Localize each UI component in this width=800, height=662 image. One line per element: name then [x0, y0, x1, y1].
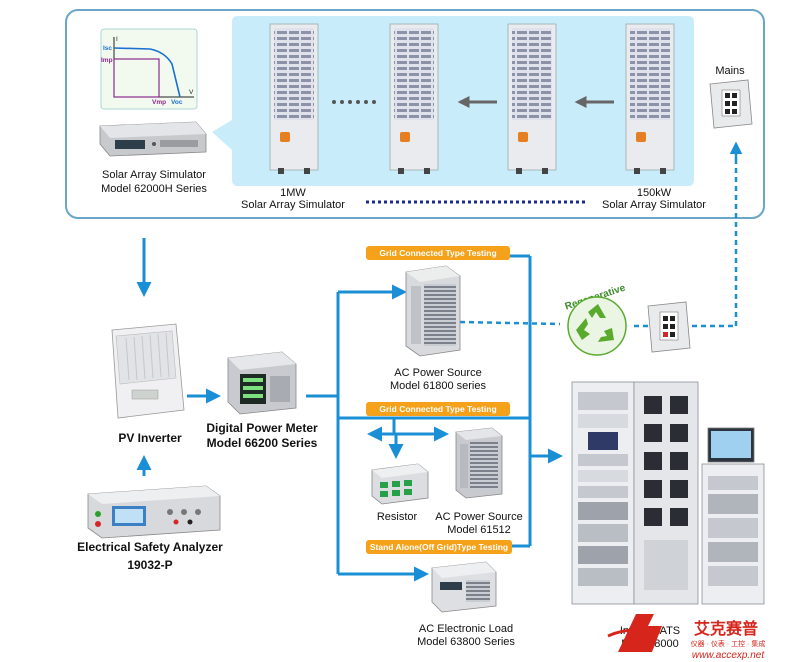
iv-curve-chart: I Isc Imp V Vmp Voc [100, 28, 198, 110]
badge-standalone-text: Stand Alone(Off Grid)Type Testing [370, 542, 508, 552]
ac-load-line2: Model 63800 Series [417, 636, 515, 648]
power-meter-line1: Digital Power Meter [206, 421, 318, 435]
rack-1mw-line1: 1MW [280, 187, 306, 199]
i-axis-label: I [116, 36, 118, 43]
flow-regenerative-dashed [459, 148, 738, 328]
badge-stand-alone: Stand Alone(Off Grid)Type Testing [366, 540, 512, 554]
rack-150kw-line2: Solar Array Simulator [602, 199, 706, 211]
mpp-rectangle [113, 58, 160, 98]
watermark-logo: 艾克赛普 仪器 · 仪表 · 工控 · 集成 www.accexp.net [607, 614, 766, 661]
watermark-sub: 仪器 · 仪表 · 工控 · 集成 [691, 639, 766, 648]
badge-grid1-text: Grid Connected Type Testing [379, 248, 496, 258]
iv-curve [113, 47, 181, 98]
resistor-label: Resistor [377, 511, 418, 523]
flow-resistor-branch [370, 418, 440, 452]
simulator-small-line1: Solar Array Simulator [102, 169, 206, 181]
badge-grid-connected-1: Grid Connected Type Testing [366, 246, 510, 260]
badge-grid-connected-2: Grid Connected Type Testing [366, 402, 510, 416]
v-axis-label: V [189, 89, 194, 96]
rack-chain-dots [332, 100, 376, 104]
resistor-device [371, 463, 429, 505]
pv-inverter-label: PV Inverter [118, 431, 182, 445]
safety-analyzer-line1: Electrical Safety Analyzer [77, 540, 223, 554]
ac-source-61800-line1: AC Power Source [394, 367, 481, 379]
vmp-label: Vmp [152, 99, 166, 106]
rack-simulator-2 [389, 23, 439, 174]
voc-label: Voc [171, 99, 183, 106]
inverter-ats-system [571, 381, 765, 605]
electrical-safety-analyzer-device [87, 485, 221, 539]
simulator-small-line2: Model 62000H Series [101, 183, 207, 195]
mains-panel: Mains [709, 65, 753, 129]
solar-array-simulator-62000h: Solar Array Simulator Model 62000H Serie… [99, 121, 207, 195]
rack-simulator-4 [625, 23, 675, 174]
pv-inverter-device [111, 323, 185, 419]
rack-simulator-3 [507, 23, 557, 174]
safety-analyzer-line2: 19032-P [127, 558, 172, 572]
power-meter-line2: Model 66200 Series [207, 436, 318, 450]
badge-grid2-text: Grid Connected Type Testing [379, 404, 496, 414]
isc-label: Isc [103, 45, 112, 52]
rack-1mw-line2: Solar Array Simulator [241, 199, 345, 211]
ac-load-line1: AC Electronic Load [419, 623, 513, 635]
ac-power-source-61800-device [405, 265, 461, 357]
regenerative-symbol: Regenerative [564, 283, 627, 356]
watermark-url: www.accexp.net [692, 650, 765, 661]
imp-label: Imp [101, 57, 113, 64]
mains-panel-2 [647, 301, 691, 353]
ac-power-source-61512-device [455, 427, 503, 499]
rack-simulator-1 [269, 23, 319, 174]
watermark-cn: 艾克赛普 [694, 619, 758, 638]
rack-150kw-line1: 150kW [637, 187, 672, 199]
ac-electronic-load-device [431, 561, 497, 613]
recycle-icon [576, 304, 614, 342]
ac-source-61512-line1: AC Power Source [435, 511, 522, 523]
digital-power-meter-device [227, 351, 297, 415]
mains-label: Mains [715, 65, 745, 77]
ac-source-61800-line2: Model 61800 series [390, 380, 487, 392]
ac-source-61512-line2: Model 61512 [447, 524, 511, 536]
